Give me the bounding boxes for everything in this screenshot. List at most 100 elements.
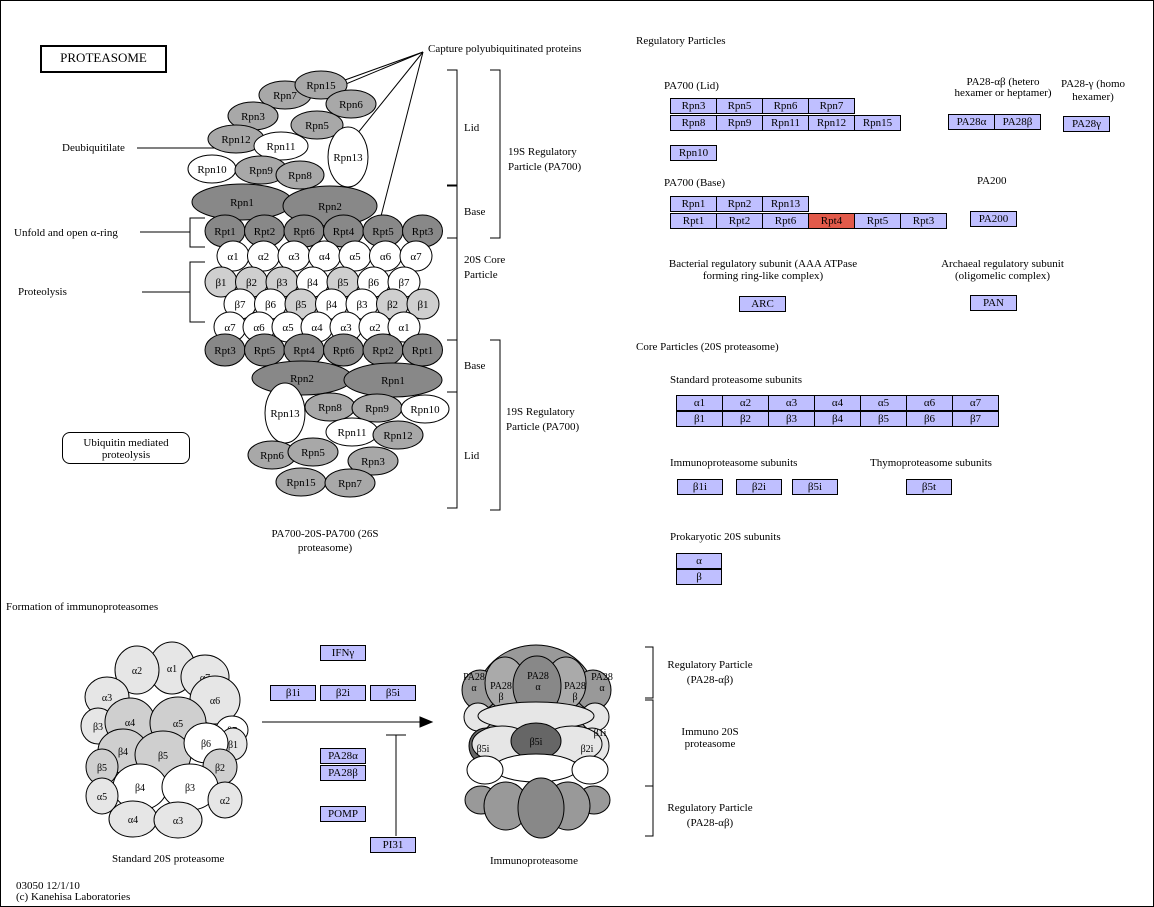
lid-box-b-0[interactable]: Rpn8 — [670, 115, 717, 131]
immuno-pa28-sub-3: β — [572, 692, 577, 703]
lid-label-top: Lid — [464, 122, 480, 134]
immuno-pa28-top-0: PA28 — [463, 672, 485, 683]
alpha-top-2-label: α3 — [288, 251, 300, 263]
lid-top-rpn10-label: Rpn10 — [197, 164, 227, 176]
beta-box-3[interactable]: β4 — [814, 411, 861, 427]
pa200-box[interactable]: PA200 — [970, 211, 1017, 227]
lid-top-rpn6-label: Rpn6 — [339, 99, 363, 111]
pa28a-box-bottom[interactable]: PA28α — [320, 748, 366, 764]
pa28a-box[interactable]: PA28α — [948, 114, 995, 130]
b5i-box-bottom[interactable]: β5i — [370, 685, 416, 701]
immuno-pa28-sub-0: α — [471, 683, 477, 694]
beta-top-6-label: β7 — [398, 277, 410, 289]
lid-box-b-2[interactable]: Rpn11 — [762, 115, 809, 131]
immunoproteasome-subunits-label: Immunoproteasome subunits — [670, 457, 798, 469]
alpha-top-6-label: α7 — [410, 251, 422, 263]
base-box-b-4[interactable]: Rpt5 — [854, 213, 901, 229]
pan-box[interactable]: PAN — [970, 295, 1017, 311]
std20s-sub-13-label: β5 — [97, 763, 107, 774]
base-box-b-5[interactable]: Rpt3 — [900, 213, 947, 229]
alpha-bot-3-label: α4 — [311, 322, 323, 334]
prok-beta-box[interactable]: β — [676, 569, 722, 585]
b5i-box[interactable]: β5i — [792, 479, 838, 495]
rpt-top-4-label: Rpt5 — [372, 226, 394, 238]
b2i-box[interactable]: β2i — [736, 479, 782, 495]
alpha-box-4[interactable]: α5 — [860, 395, 907, 411]
base-box-1[interactable]: Rpn2 — [716, 196, 763, 212]
base-box-b-3[interactable]: Rpt4 — [808, 213, 855, 229]
lid-box-1[interactable]: Rpn5 — [716, 98, 763, 114]
alpha-box-2[interactable]: α3 — [768, 395, 815, 411]
beta-box-1[interactable]: β2 — [722, 411, 769, 427]
pi31-box[interactable]: PI31 — [370, 837, 416, 853]
pathway-credit: (c) Kanehisa Laboratories — [16, 891, 131, 903]
lid-box-b-1[interactable]: Rpn9 — [716, 115, 763, 131]
pomp-box[interactable]: POMP — [320, 806, 366, 822]
pa28ab-label: PA28-αβ (hetero hexamer or heptamer) — [954, 76, 1052, 99]
alpha-box-6[interactable]: α7 — [952, 395, 999, 411]
beta-top-3-label: β4 — [307, 277, 319, 289]
std20s-sub-20 — [153, 801, 203, 839]
beta-bot-3-label: β4 — [326, 299, 338, 311]
beta-box-4[interactable]: β5 — [860, 411, 907, 427]
rpn10-box[interactable]: Rpn10 — [670, 145, 717, 161]
lid-top-rpn11 — [253, 131, 309, 161]
lid-bot-rpn5-label: Rpn5 — [301, 447, 325, 459]
pa28b-box[interactable]: PA28β — [994, 114, 1041, 130]
immuno-part-14 — [493, 753, 579, 783]
lid-box-b-3[interactable]: Rpn12 — [808, 115, 855, 131]
lid-box-2[interactable]: Rpn6 — [762, 98, 809, 114]
std20s-sub-18 — [207, 781, 243, 819]
alpha-box-1[interactable]: α2 — [722, 395, 769, 411]
std20s-sub-20-label: α3 — [173, 816, 183, 827]
lid-top-rpn5 — [290, 110, 344, 140]
formation-heading: Formation of immunoproteasomes — [6, 601, 159, 613]
immuno-b2i: β2i — [581, 744, 594, 755]
base-box-b-2[interactable]: Rpt6 — [762, 213, 809, 229]
unfold-label: Unfold and open α-ring — [14, 227, 118, 239]
base-box-b-1[interactable]: Rpt2 — [716, 213, 763, 229]
immuno-pa28-sub-1: β — [498, 692, 503, 703]
alpha-bot-1-label: α6 — [253, 322, 265, 334]
alpha-box-0[interactable]: α1 — [676, 395, 723, 411]
base-label-bottom: Base — [464, 360, 486, 372]
beta-box-5[interactable]: β6 — [906, 411, 953, 427]
base-box-b-0[interactable]: Rpt1 — [670, 213, 717, 229]
ubiquitin-mediated-proteolysis-link[interactable]: Ubiquitin mediated proteolysis — [62, 432, 190, 464]
ifng-box[interactable]: IFNγ — [320, 645, 366, 661]
beta-box-0[interactable]: β1 — [676, 411, 723, 427]
beta-top-5-label: β6 — [368, 277, 380, 289]
lid-box-3[interactable]: Rpn7 — [808, 98, 855, 114]
lid-top-rpn8-label: Rpn8 — [288, 170, 312, 182]
core20s-label: 20S Core Particle — [464, 254, 506, 281]
beta-bot-6 — [406, 288, 440, 320]
arc-box[interactable]: ARC — [739, 296, 786, 312]
alpha-box-5[interactable]: α6 — [906, 395, 953, 411]
beta-box-2[interactable]: β3 — [768, 411, 815, 427]
lid-top-rpn11-label: Rpn11 — [267, 141, 296, 153]
reg19-label-bottom: 19S Regulatory Particle (PA700) — [506, 406, 580, 433]
prokaryotic-label: Prokaryotic 20S subunits — [670, 531, 781, 543]
immuno-part-16 — [571, 755, 609, 785]
pa28b-box-bottom[interactable]: PA28β — [320, 765, 366, 781]
rpt-top-5-label: Rpt3 — [412, 226, 434, 238]
beta-top-0-label: β1 — [215, 277, 226, 289]
beta-bot-4-label: β3 — [356, 299, 368, 311]
prok-alpha-box[interactable]: α — [676, 553, 722, 569]
capture-label: Capture polyubiquitinated proteins — [428, 43, 582, 55]
alpha-box-3[interactable]: α4 — [814, 395, 861, 411]
base-box-0[interactable]: Rpn1 — [670, 196, 717, 212]
b5t-box[interactable]: β5t — [906, 479, 952, 495]
b1i-box-bottom[interactable]: β1i — [270, 685, 316, 701]
base-box-2[interactable]: Rpn13 — [762, 196, 809, 212]
base-label-top: Base — [464, 206, 486, 218]
beta-box-6[interactable]: β7 — [952, 411, 999, 427]
pa28g-box[interactable]: PA28γ — [1063, 116, 1110, 132]
b2i-box-bottom[interactable]: β2i — [320, 685, 366, 701]
lid-top-rpn7-label: Rpn7 — [273, 90, 297, 102]
lid-box-0[interactable]: Rpn3 — [670, 98, 717, 114]
immuno-b1i: β1i — [594, 728, 607, 739]
b1i-box[interactable]: β1i — [677, 479, 723, 495]
pathway-code: 03050 12/1/10 — [16, 880, 80, 892]
lid-box-b-4[interactable]: Rpn15 — [854, 115, 901, 131]
